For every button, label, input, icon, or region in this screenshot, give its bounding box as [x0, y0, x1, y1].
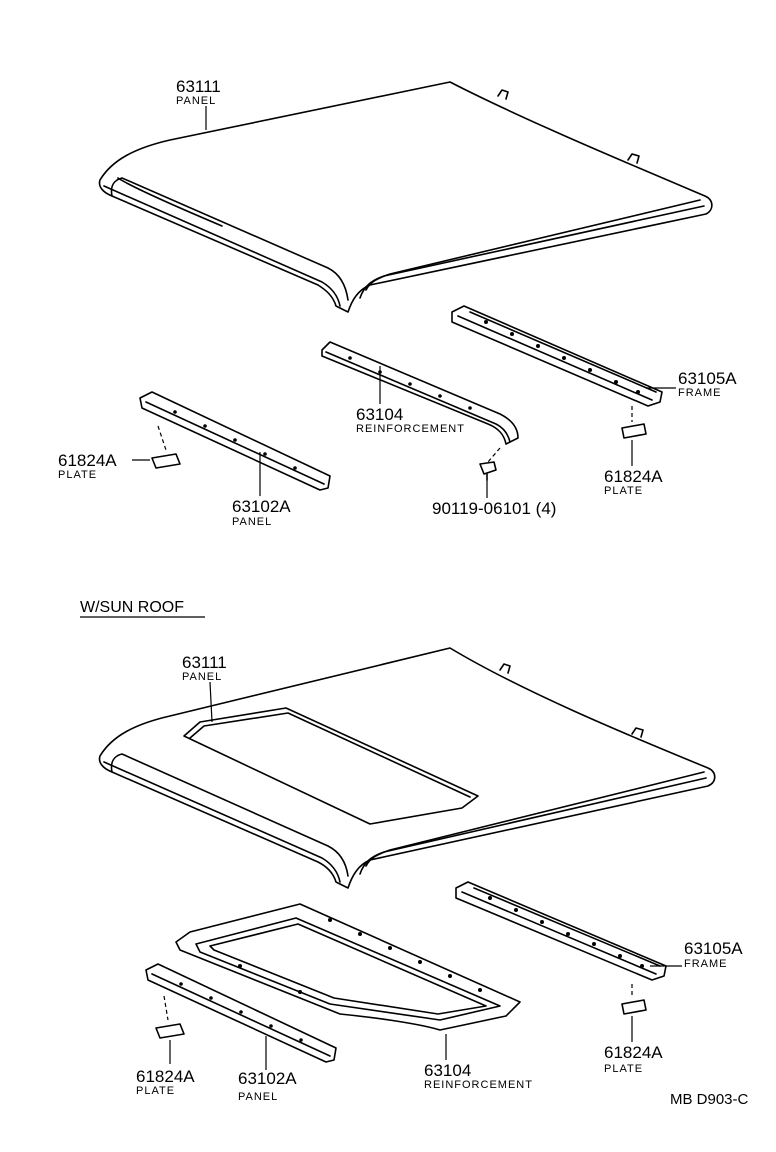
label-63104-name: REINFORCEMENT [356, 423, 465, 435]
sunroof-reinforcement-drawing [175, 903, 521, 1031]
front-panel-drawing [139, 391, 331, 491]
label-63102A-name: PANEL [232, 516, 272, 528]
sunroof-label-61824A-right-name: PLATE [604, 1063, 643, 1075]
screw-drawing [479, 447, 501, 481]
sunroof-label-61824A-right-number: 61824A [604, 1043, 663, 1062]
sunroof-label-63111-name: PANEL [182, 671, 222, 683]
diagram-code: MB D903-C [670, 1091, 749, 1108]
left-plate-drawing [151, 425, 181, 469]
sunroof-label-63102A-name: PANEL [238, 1091, 278, 1103]
label-63105A-number: 63105A [678, 369, 737, 388]
sunroof-label-63111-number: 63111 [182, 653, 227, 672]
label-61824A-left-name: PLATE [58, 469, 97, 481]
roof-panel-drawing [98, 81, 713, 313]
sunroof-front-panel-drawing [145, 963, 337, 1063]
sunroof-rear-frame-drawing [455, 881, 667, 981]
sunroof-section [98, 647, 716, 1070]
sunroof-label-63105A-name: FRAME [684, 958, 728, 970]
rear-frame-drawing [451, 305, 663, 407]
label-61824A-right-number: 61824A [604, 467, 663, 486]
label-61824A-left-number: 61824A [58, 451, 117, 470]
label-63104-number: 63104 [356, 405, 403, 424]
sunroof-right-plate-drawing [621, 984, 647, 1015]
sunroof-label-63104-number: 63104 [424, 1061, 471, 1080]
label-63102A-number: 63102A [232, 497, 291, 516]
front-reinforcement-drawing [321, 341, 519, 445]
sunroof-label-63104-name: REINFORCEMENT [424, 1079, 533, 1091]
sunroof-roof-panel-drawing [98, 647, 716, 889]
sunroof-label-61824A-left-number: 61824A [136, 1067, 195, 1086]
standard-roof-section [98, 81, 713, 498]
sunroof-label-61824A-left-name: PLATE [136, 1085, 175, 1097]
sunroof-left-plate-drawing [155, 995, 185, 1039]
sunroof-heading: W/SUN ROOF [80, 599, 184, 616]
label-63111-name: PANEL [176, 95, 216, 107]
label-screw-number: 90119-06101 (4) [432, 499, 556, 518]
sunroof-label-63105A-number: 63105A [684, 939, 743, 958]
label-63105A-name: FRAME [678, 387, 722, 399]
label-61824A-right-name: PLATE [604, 485, 643, 497]
label-63111-number: 63111 [176, 77, 221, 96]
right-plate-drawing [621, 406, 647, 439]
sunroof-label-63102A-number: 63102A [238, 1069, 297, 1088]
